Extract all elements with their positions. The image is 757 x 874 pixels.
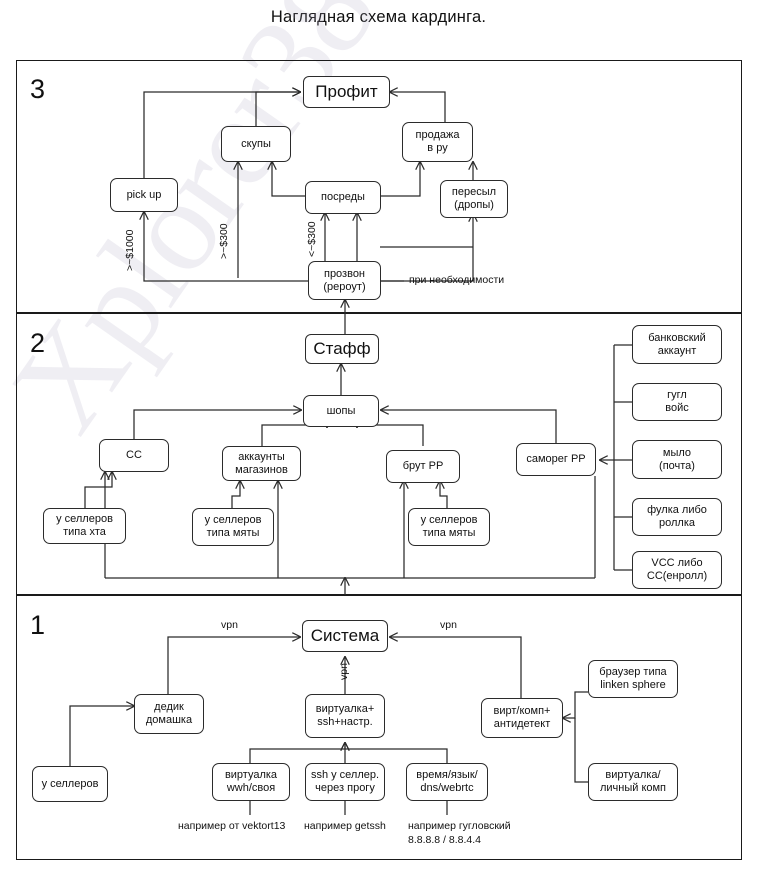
node-virtualka-lichny[interactable]: виртуалка/ личный комп [588, 763, 678, 801]
node-virtualka-lichny-label: виртуалка/ личный комп [599, 769, 667, 794]
edge-label-vpn-left: vpn [221, 619, 238, 631]
node-vremya-yazyk[interactable]: время/язык/ dns/webrtc [406, 763, 488, 801]
node-bank-account[interactable]: банковский аккаунт [632, 325, 722, 364]
node-ssh-u-seller[interactable]: ssh у селлер. через прогу [305, 763, 385, 801]
node-prodazha-v-ru[interactable]: продажа в ру [402, 122, 473, 162]
node-pick-up[interactable]: pick up [110, 178, 178, 212]
node-cc[interactable]: CC [99, 439, 169, 472]
node-shopy[interactable]: шопы [303, 395, 379, 427]
section-3-number: 3 [30, 74, 46, 104]
edge-label-gt-1000: >~$1000 [124, 229, 136, 271]
node-staff[interactable]: Стафф [305, 334, 379, 364]
section-3-frame [16, 60, 742, 313]
node-sellers-myaty-2-label: у селлеров типа мяты [420, 514, 478, 539]
edge-label-vpn-center: vpn [338, 663, 350, 680]
node-bank-account-label: банковский аккаунт [648, 331, 706, 357]
node-virtualka-ssh-label: виртуалка+ ssh+настр. [315, 703, 375, 728]
node-gugl-voys-label: гугл войс [665, 389, 689, 414]
node-pick-up-label: pick up [126, 188, 162, 201]
node-profit-label: Профит [315, 81, 378, 101]
node-dedik-domashka[interactable]: дедик домашка [134, 694, 204, 734]
node-staff-label: Стафф [313, 338, 371, 358]
edge-label-lt-300: <~$300 [306, 221, 318, 257]
node-virtualka-ssh[interactable]: виртуалка+ ssh+настр. [305, 694, 385, 738]
node-peresyl-dropy-label: пересыл (дропы) [451, 186, 497, 211]
note-vektort13: например от vektort13 [178, 820, 286, 832]
node-brauzer-linken-label: браузер типа linken sphere [599, 666, 667, 691]
node-fulka-rollka[interactable]: фулка либо роллка [632, 498, 722, 536]
node-prodazha-v-ru-label: продажа в ру [415, 129, 460, 154]
node-akkaunty-magazinov[interactable]: аккаунты магазинов [222, 446, 301, 481]
node-mylo-pochta[interactable]: мыло (почта) [632, 440, 722, 479]
node-sellers-myaty-1-label: у селлеров типа мяты [204, 514, 262, 539]
edge-label-vpn-right: vpn [440, 619, 457, 631]
section-1-number: 1 [30, 610, 46, 640]
edge-label-pri-neobhodimosti: при необходимости [409, 274, 505, 286]
node-sellers-hta-label: у селлеров типа хта [56, 513, 113, 538]
node-ssh-u-seller-label: ssh у селлер. через прогу [310, 769, 380, 794]
edge-label-gt-300: >~$300 [218, 223, 230, 259]
node-posredy-label: посреды [321, 191, 365, 204]
node-profit[interactable]: Профит [303, 76, 390, 108]
node-akkaunty-magazinov-label: аккаунты магазинов [235, 450, 288, 476]
node-sellers-myaty-2[interactable]: у селлеров типа мяты [408, 508, 490, 546]
node-sistema-label: Система [310, 625, 380, 645]
page-title: Наглядная схема кардинга. [270, 8, 487, 26]
section-2-frame [16, 313, 742, 595]
node-fulka-rollka-label: фулка либо роллка [647, 504, 707, 529]
node-u-sellerov-label: у селлеров [41, 777, 99, 790]
node-u-sellerov[interactable]: у селлеров [32, 766, 108, 802]
section-2-number: 2 [30, 328, 46, 358]
node-samoreg-pp-label: саморег PP [526, 453, 586, 466]
node-brut-pp-label: брут PP [402, 460, 444, 473]
node-virtualka-wwh-label: виртуалка wwh/своя [224, 769, 278, 794]
node-prozvon-reroute[interactable]: прозвон (рероут) [308, 261, 381, 300]
node-skupy[interactable]: скупы [221, 126, 291, 162]
node-virtualka-wwh[interactable]: виртуалка wwh/своя [212, 763, 290, 801]
node-dedik-domashka-label: дедик домашка [145, 701, 193, 726]
node-brauzer-linken[interactable]: браузер типа linken sphere [588, 660, 678, 698]
node-posredy[interactable]: посреды [305, 181, 381, 214]
node-vremya-yazyk-label: время/язык/ dns/webrtc [416, 769, 478, 794]
node-shopy-label: шопы [326, 404, 356, 417]
node-sistema[interactable]: Система [302, 620, 388, 652]
node-vcc-cc-enroll[interactable]: VCC либо CC(енролл) [632, 551, 722, 589]
node-prozvon-reroute-label: прозвон (рероут) [323, 267, 366, 293]
node-samoreg-pp[interactable]: саморег PP [516, 443, 596, 476]
section-1-frame [16, 595, 742, 860]
note-gugl-dns: например гугловский 8.8.8.8 / 8.8.4.4 [408, 820, 511, 847]
node-sellers-myaty-1[interactable]: у селлеров типа мяты [192, 508, 274, 546]
node-sellers-hta[interactable]: у селлеров типа хта [43, 508, 126, 544]
node-gugl-voys[interactable]: гугл войс [632, 383, 722, 421]
node-brut-pp[interactable]: брут PP [386, 450, 460, 483]
node-skupy-label: скупы [241, 137, 271, 150]
node-virt-komp-antidetekt-label: вирт/комп+ антидетект [493, 705, 551, 730]
node-mylo-pochta-label: мыло (почта) [659, 446, 695, 472]
note-getssh: например getssh [304, 820, 386, 832]
node-cc-label: CC [126, 449, 142, 462]
node-vcc-cc-enroll-label: VCC либо CC(енролл) [646, 557, 708, 582]
node-peresyl-dropy[interactable]: пересыл (дропы) [440, 180, 508, 218]
node-virt-komp-antidetekt[interactable]: вирт/комп+ антидетект [481, 698, 563, 738]
